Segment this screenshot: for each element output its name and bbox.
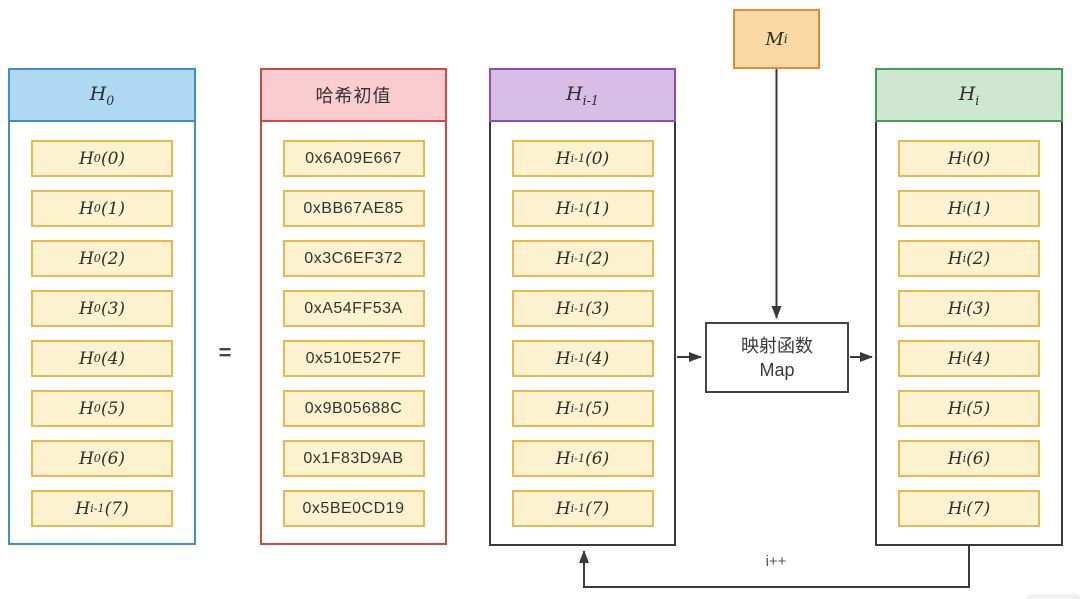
hex-value-box: 0xBB67AE85 (282, 190, 425, 227)
corner-artifact (1027, 594, 1080, 599)
column-hash-initial-values-title: 哈希初值 (315, 86, 392, 106)
loop-increment-label: i++ (765, 553, 787, 570)
hex-value-box: 0xA54FF53A (282, 290, 425, 327)
map-function-label-en: Map (759, 359, 795, 380)
column-hash-initial-values-items: 0x6A09E667 0xBB67AE85 0x3C6EF372 0xA54FF… (262, 122, 445, 527)
column-h0-header: H0 (8, 68, 196, 122)
map-function-box: 映射函数 Map (705, 322, 849, 393)
hex-value-box: 0x9B05688C (282, 390, 425, 427)
column-h-i-minus-1-title: Hi-1 (566, 82, 599, 108)
hex-value-box: 0x510E527F (282, 340, 425, 377)
column-h0-title: H0 (89, 82, 115, 108)
column-h-i-minus-1-header: Hi-1 (489, 68, 676, 122)
column-h-i-header: Hi (875, 68, 1063, 122)
hex-value-box: 0x6A09E667 (282, 140, 425, 177)
column-h-i-title: Hi (958, 82, 980, 108)
hex-value-box: 0x1F83D9AB (282, 440, 425, 477)
map-function-label-cn: 映射函数 (741, 335, 813, 356)
column-hash-initial-values-header: 哈希初值 (260, 68, 447, 122)
hex-value-box: 0x3C6EF372 (282, 240, 425, 277)
hex-value-box: 0x5BE0CD19 (282, 490, 425, 527)
equals-sign: = (218, 340, 232, 365)
column-hash-initial-values: 哈希初值 0x6A09E667 0xBB67AE85 0x3C6EF372 0x… (260, 68, 447, 545)
